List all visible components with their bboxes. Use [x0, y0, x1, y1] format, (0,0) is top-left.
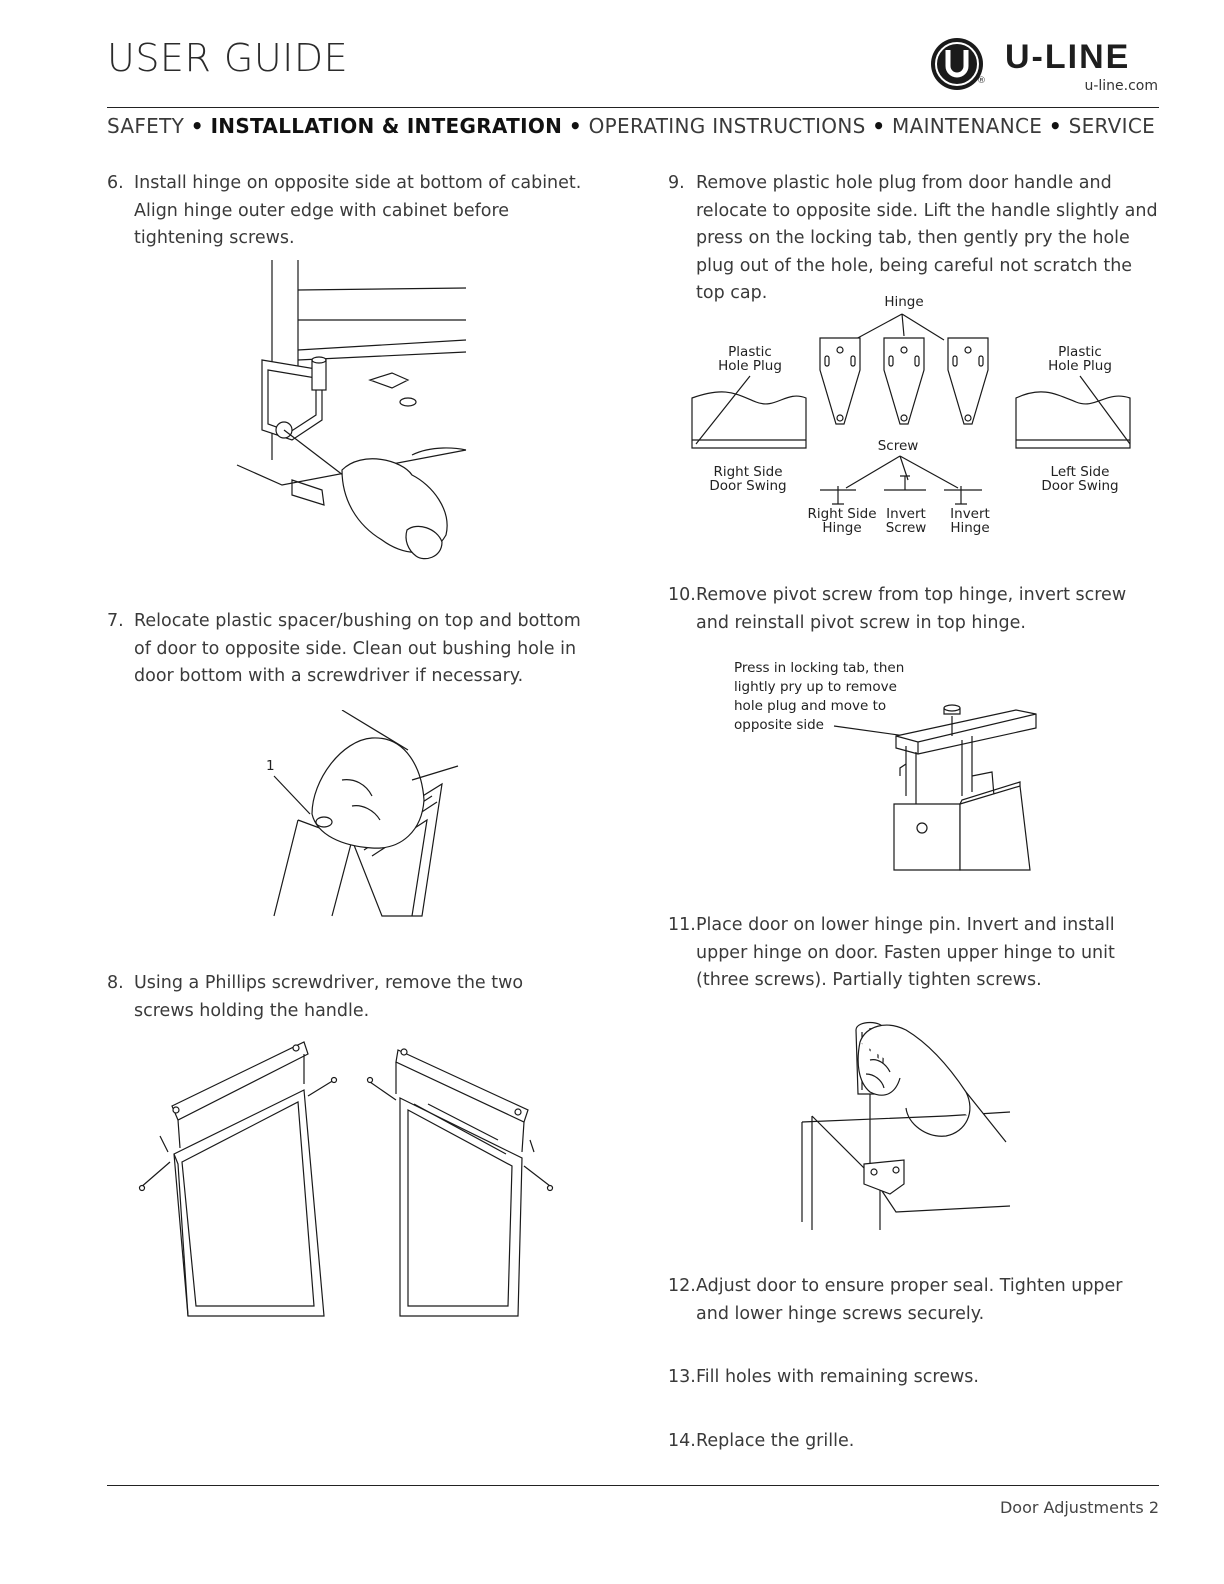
step-text: Adjust door to ensure proper seal. Tight…	[696, 1276, 1123, 1324]
step-number: 12.	[668, 1276, 696, 1296]
step-number: 13.	[668, 1367, 696, 1387]
u-line-logo: ® U-LINE u-line.com	[928, 36, 1160, 98]
figure-hole-plug-removal: Press in locking tab, then lightly pry u…	[734, 660, 1037, 871]
nav-service[interactable]: SERVICE	[1068, 114, 1156, 138]
figure-relocate-bushing: 1	[266, 710, 459, 917]
note-line-2: lightly pry up to remove	[734, 679, 897, 695]
step-text: Relocate plastic spacer/bushing on top a…	[134, 611, 581, 686]
nav-maintenance[interactable]: MAINTENANCE	[892, 114, 1043, 138]
step-10: 10. Remove pivot screw from top hinge, i…	[668, 582, 1158, 637]
step-6: 6. Install hinge on opposite side at bot…	[107, 170, 587, 253]
section-nav: SAFETY • INSTALLATION & INTEGRATION • OP…	[107, 114, 1159, 138]
nav-installation[interactable]: INSTALLATION & INTEGRATION	[210, 114, 563, 138]
footer-divider	[107, 1485, 1159, 1486]
label-plug-right-2: Hole Plug	[1048, 358, 1112, 374]
step-number: 7.	[107, 611, 124, 631]
label-is-2: Screw	[886, 520, 927, 536]
label-left-swing-1: Left Side	[1051, 464, 1110, 480]
callout-1: 1	[266, 758, 275, 774]
step-7: 7. Relocate plastic spacer/bushing on to…	[107, 608, 587, 691]
step-text: Fill holes with remaining screws.	[696, 1367, 979, 1387]
label-is-1: Invert	[886, 506, 926, 522]
label-right-swing-1: Right Side	[713, 464, 782, 480]
u-line-emblem-icon	[931, 38, 983, 90]
brand-url[interactable]: u-line.com	[1084, 78, 1158, 94]
step-number: 14.	[668, 1431, 696, 1451]
label-right-swing-2: Door Swing	[709, 478, 786, 494]
page-footer: Door Adjustments 2	[999, 1498, 1159, 1517]
figure-install-hinge	[236, 260, 467, 560]
label-left-swing-2: Door Swing	[1041, 478, 1118, 494]
step-number: 6.	[107, 173, 124, 193]
hinge-plate-2	[883, 337, 925, 425]
step-12: 12. Adjust door to ensure proper seal. T…	[668, 1273, 1158, 1328]
hinge-plate-1	[819, 337, 861, 425]
step-text: Install hinge on opposite side at bottom…	[134, 173, 582, 248]
figure-remove-handle-screws	[138, 1041, 554, 1317]
brand-name: U-LINE	[1005, 38, 1131, 76]
step-number: 10.	[668, 585, 696, 605]
nav-safety[interactable]: SAFETY	[107, 114, 185, 138]
label-plug-left-2: Hole Plug	[718, 358, 782, 374]
step-text: Place door on lower hinge pin. Invert an…	[696, 915, 1115, 990]
step-text: Remove plastic hole plug from door handl…	[696, 173, 1158, 303]
step-number: 11.	[668, 915, 696, 935]
step-text: Replace the grille.	[696, 1431, 855, 1451]
note-line-1: Press in locking tab, then	[734, 660, 904, 676]
step-11: 11. Place door on lower hinge pin. Inver…	[668, 912, 1158, 995]
nav-separator: •	[872, 114, 886, 138]
label-rsh-2: Hinge	[822, 520, 861, 536]
step-13: 13. Fill holes with remaining screws.	[668, 1364, 1158, 1392]
hinge-plate-3	[947, 337, 989, 425]
step-number: 8.	[107, 973, 124, 993]
note-line-4: opposite side	[734, 717, 824, 733]
label-ih-1: Invert	[950, 506, 990, 522]
label-rsh-1: Right Side	[807, 506, 876, 522]
step-14: 14. Replace the grille.	[668, 1428, 1158, 1456]
label-ih-2: Hinge	[950, 520, 989, 536]
figure-tighten-upper-hinge	[801, 1021, 1011, 1230]
figure-hinge-plug-diagram: Hinge Plastic Hole Plug Plastic Hole Plu…	[691, 294, 1131, 536]
step-number: 9.	[668, 173, 685, 193]
step-text: Remove pivot screw from top hinge, inver…	[696, 585, 1127, 633]
label-screw: Screw	[878, 438, 919, 454]
nav-separator: •	[190, 114, 204, 138]
registered-mark: ®	[977, 76, 986, 86]
nav-separator: •	[568, 114, 582, 138]
header-divider	[107, 107, 1159, 108]
label-plug-right-1: Plastic	[1058, 344, 1102, 360]
step-text: Using a Phillips screwdriver, remove the…	[134, 973, 524, 1021]
note-line-3: hole plug and move to	[734, 698, 886, 714]
label-hinge: Hinge	[884, 294, 923, 310]
step-9: 9. Remove plastic hole plug from door ha…	[668, 170, 1158, 308]
nav-operating[interactable]: OPERATING INSTRUCTIONS	[588, 114, 866, 138]
nav-separator: •	[1048, 114, 1062, 138]
page-title: USER GUIDE	[107, 36, 349, 80]
label-plug-left-1: Plastic	[728, 344, 772, 360]
step-8: 8. Using a Phillips screwdriver, remove …	[107, 970, 587, 1025]
